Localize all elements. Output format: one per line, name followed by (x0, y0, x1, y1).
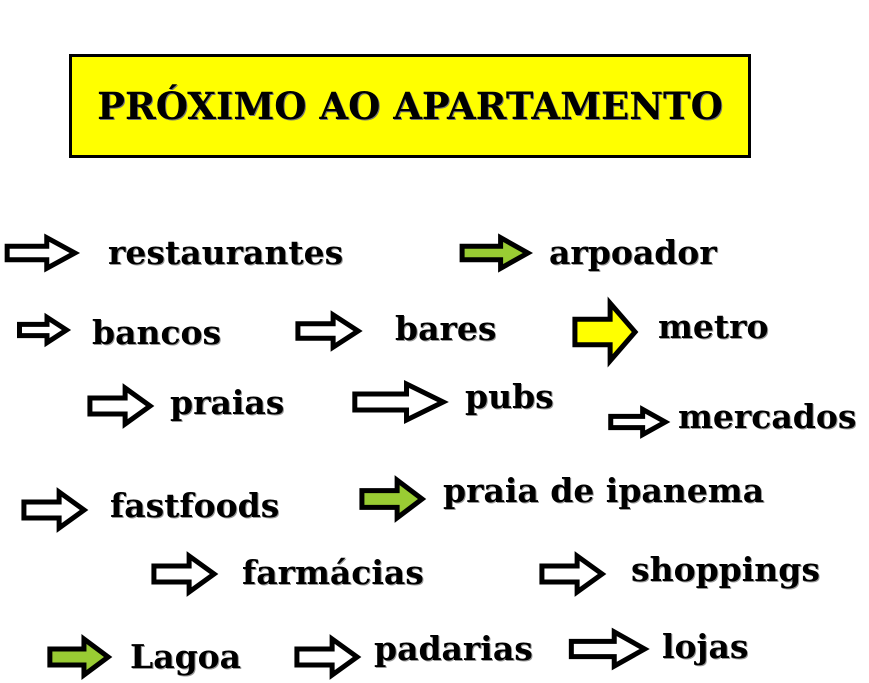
arrow-right-icon (48, 637, 110, 677)
arrow-right-icon (540, 554, 604, 594)
item-label: praias (170, 383, 285, 422)
item-label: fastfoods (110, 486, 280, 525)
item-label: padarias (374, 629, 533, 668)
arrow-shape (362, 480, 422, 518)
arrow-right-icon (360, 478, 424, 520)
item-label: farmácias (242, 553, 424, 592)
item-label: metro (658, 307, 769, 346)
item-label: arpoador (549, 233, 717, 272)
arrow-right-icon (152, 554, 216, 594)
arrow-shape (355, 384, 443, 420)
item-label: Lagoa (130, 637, 242, 676)
arrow-shape (154, 556, 214, 592)
arrow-shape (297, 639, 357, 675)
arrow-shape (462, 238, 528, 269)
item-label: restaurantes (108, 233, 344, 272)
arrow-shape (575, 303, 635, 361)
arrow-shape (611, 409, 666, 434)
arrow-shape (7, 238, 75, 269)
arrow-right-icon (573, 300, 637, 364)
item-label: pubs (465, 377, 554, 416)
arrow-right-icon (609, 408, 667, 436)
page-title: PRÓXIMO AO APARTAMENTO (97, 84, 723, 128)
arrow-right-icon (88, 386, 152, 426)
arrow-right-icon (22, 490, 86, 530)
title-box: PRÓXIMO AO APARTAMENTO (69, 54, 751, 158)
arrow-shape (24, 492, 84, 528)
arrow-right-icon (18, 316, 68, 344)
arrow-right-icon (295, 637, 359, 677)
item-label: shoppings (631, 550, 820, 589)
item-label: lojas (662, 627, 749, 666)
arrow-right-icon (460, 236, 530, 270)
arrow-right-icon (569, 630, 647, 668)
arrow-shape (571, 632, 644, 666)
arrow-right-icon (352, 382, 446, 422)
item-label: mercados (678, 397, 857, 436)
item-label: bares (395, 309, 497, 348)
item-label: praia de ipanema (443, 471, 765, 510)
arrow-shape (50, 639, 108, 675)
arrow-shape (542, 556, 602, 592)
arrow-shape (298, 315, 358, 347)
arrow-shape (20, 317, 67, 342)
item-label: bancos (92, 313, 222, 352)
arrow-right-icon (5, 236, 77, 270)
arrow-right-icon (296, 313, 360, 349)
arrow-shape (90, 388, 150, 424)
